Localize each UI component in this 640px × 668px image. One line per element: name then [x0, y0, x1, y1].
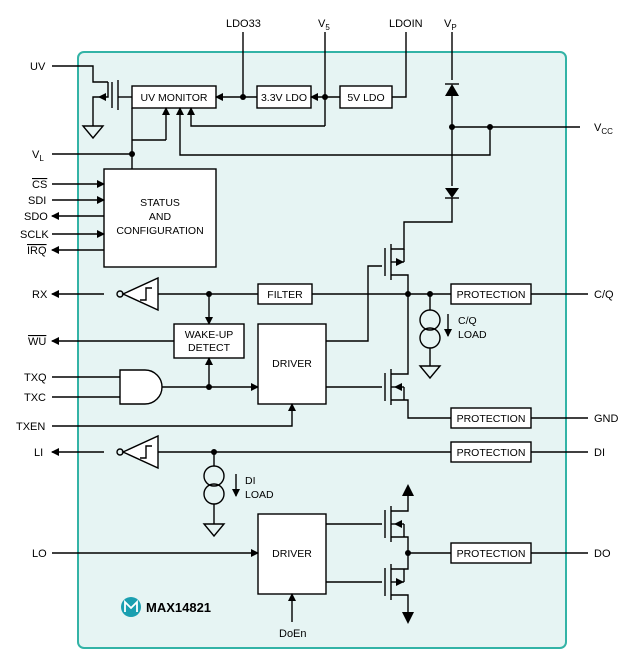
di-load-label-2: LOAD [245, 489, 274, 501]
protection-di-label: PROTECTION [457, 447, 526, 459]
pin-cs: CS [32, 179, 47, 191]
wake-up-label-2: DETECT [188, 342, 231, 354]
pin-txq: TXQ [24, 372, 47, 384]
di-load-label-1: DI [245, 475, 256, 487]
wake-up-label-1: WAKE-UP [185, 329, 234, 341]
pin-vcc: VCC [594, 122, 613, 136]
status-label-2: AND [149, 211, 172, 223]
wire-vcc-to-uvmon [176, 107, 491, 156]
pin-irq: IRQ [27, 245, 47, 257]
pin-doen: DoEn [279, 628, 307, 640]
pin-li: LI [34, 447, 43, 459]
protection-do-label: PROTECTION [457, 548, 526, 560]
ldo5-label: 5V LDO [347, 92, 384, 104]
pin-cq: C/Q [594, 289, 614, 301]
protection-gnd-label: PROTECTION [457, 413, 526, 425]
cq-load-source [419, 309, 441, 331]
pin-wu: WU [28, 336, 46, 348]
pin-vl: VL [32, 149, 44, 163]
chip-name: MAX14821 [146, 600, 211, 615]
cq-load-ground [418, 365, 442, 380]
pin-sdi: SDI [28, 195, 46, 207]
driver-block-1 [257, 323, 327, 405]
di-load-ground [202, 523, 226, 538]
pin-v5: V5 [318, 18, 330, 32]
status-label-3: CONFIGURATION [116, 225, 203, 237]
and-gate [119, 369, 163, 405]
pin-di: DI [594, 447, 605, 459]
diode-vp-2 [445, 188, 459, 198]
filter-label: FILTER [267, 289, 303, 301]
cq-load-label-2: LOAD [458, 329, 487, 341]
driver-label-2: DRIVER [272, 548, 312, 560]
pin-vp: VP [444, 18, 457, 32]
pin-uv: UV [30, 61, 46, 73]
pin-do: DO [594, 548, 611, 560]
pin-rx: RX [32, 289, 48, 301]
status-label-1: STATUS [140, 197, 180, 209]
pin-ldo33: LDO33 [226, 18, 261, 30]
pin-sdo: SDO [24, 211, 48, 223]
cq-load-label-1: C/Q [458, 315, 477, 327]
pin-ldoin: LDOIN [389, 18, 423, 30]
pin-lo: LO [32, 548, 47, 560]
wire-uv [52, 65, 108, 83]
di-load-source [203, 465, 225, 487]
wake-up-block [173, 323, 245, 359]
protection-cq-label: PROTECTION [457, 289, 526, 301]
ldo33-label: 3.3V LDO [261, 92, 307, 104]
maxim-logo [121, 597, 141, 617]
node-cq [405, 291, 411, 297]
pin-gnd: GND [594, 413, 619, 425]
wire-ldoin [392, 32, 407, 98]
pin-txc: TXC [24, 392, 46, 404]
diode-vp-1 [445, 84, 459, 96]
pin-txen: TXEN [16, 421, 45, 433]
uv-monitor-label: UV MONITOR [141, 92, 208, 104]
wire-v5-to-uvmon [187, 107, 325, 127]
status-config-block [103, 168, 217, 268]
pin-sclk: SCLK [20, 229, 49, 241]
driver-label-1: DRIVER [272, 358, 312, 370]
